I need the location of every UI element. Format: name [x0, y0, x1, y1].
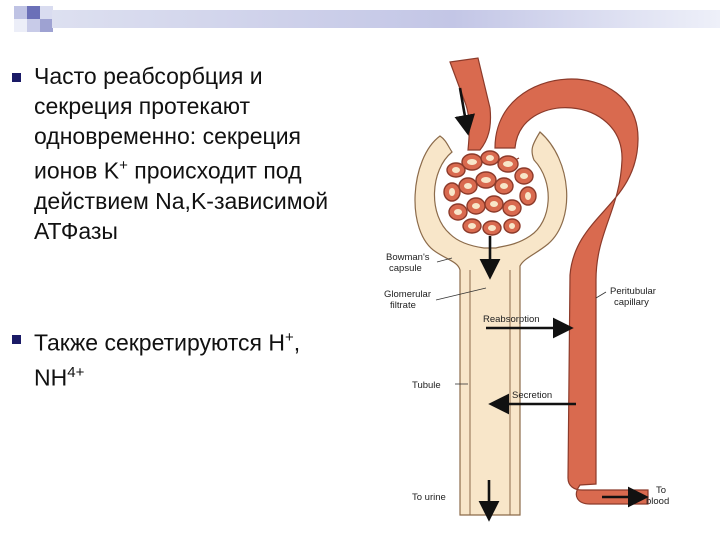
superscript: +: [119, 157, 128, 174]
bullet-1-line-5: действием Na,K-зависимой: [34, 187, 329, 214]
label-peritubular-capillary: Peritubular capillary: [610, 286, 659, 308]
label-reabsorption: Reabsorption: [483, 314, 540, 325]
superscript: 4+: [67, 363, 85, 381]
tubule-structure: [414, 131, 568, 516]
label-bowmans-capsule: Bowman's capsule: [386, 252, 432, 274]
bullet-1-line-4: ионов K+ происходит под: [34, 151, 328, 186]
bullet-1-line-6: АТФазы: [34, 217, 118, 244]
bullet-marker: [12, 73, 21, 82]
bullet-text-2: Также секретируются H+, NH4+: [34, 323, 300, 392]
superscript: +: [285, 329, 294, 346]
text-run: NH: [34, 364, 68, 391]
glomerulus: [443, 150, 537, 236]
label-glomerular-filtrate: Glomerular filtrate: [384, 289, 434, 311]
label-to-urine: To urine: [412, 492, 446, 503]
header-gradient-bar: [52, 10, 720, 28]
bullet-1-line-1: Часто реабсорбция и: [34, 63, 263, 89]
afferent-flow-arrow: [454, 87, 476, 136]
label-tubule: Tubule: [412, 380, 441, 391]
label-secretion: Secretion: [512, 390, 552, 401]
text-run: ,: [293, 329, 301, 356]
bullet-1-line-2: секреция протекают: [34, 93, 251, 119]
glomerulus-inner-loops: [449, 155, 531, 231]
header-squares: [14, 6, 54, 42]
header-decoration: [0, 0, 720, 44]
text-run: ионов K: [34, 157, 120, 184]
nephron-diagram: Bowman's capsule Glomerular filtrate Rea…: [384, 57, 669, 522]
text-run: происходит под: [127, 157, 302, 184]
bullet-1-line-3: одновременно: секреция: [34, 123, 301, 149]
label-leader-lines: [435, 257, 607, 385]
bullet-marker: [12, 335, 21, 344]
text-run: Также секретируются H: [34, 329, 286, 356]
label-to-blood: To blood: [646, 485, 669, 507]
bullet-2-line-2: NH4+: [34, 358, 300, 393]
bullet-text-1: Часто реабсорбция и секреция протекают о…: [34, 61, 328, 246]
bullet-2-line-1: Также секретируются H+,: [34, 323, 300, 358]
